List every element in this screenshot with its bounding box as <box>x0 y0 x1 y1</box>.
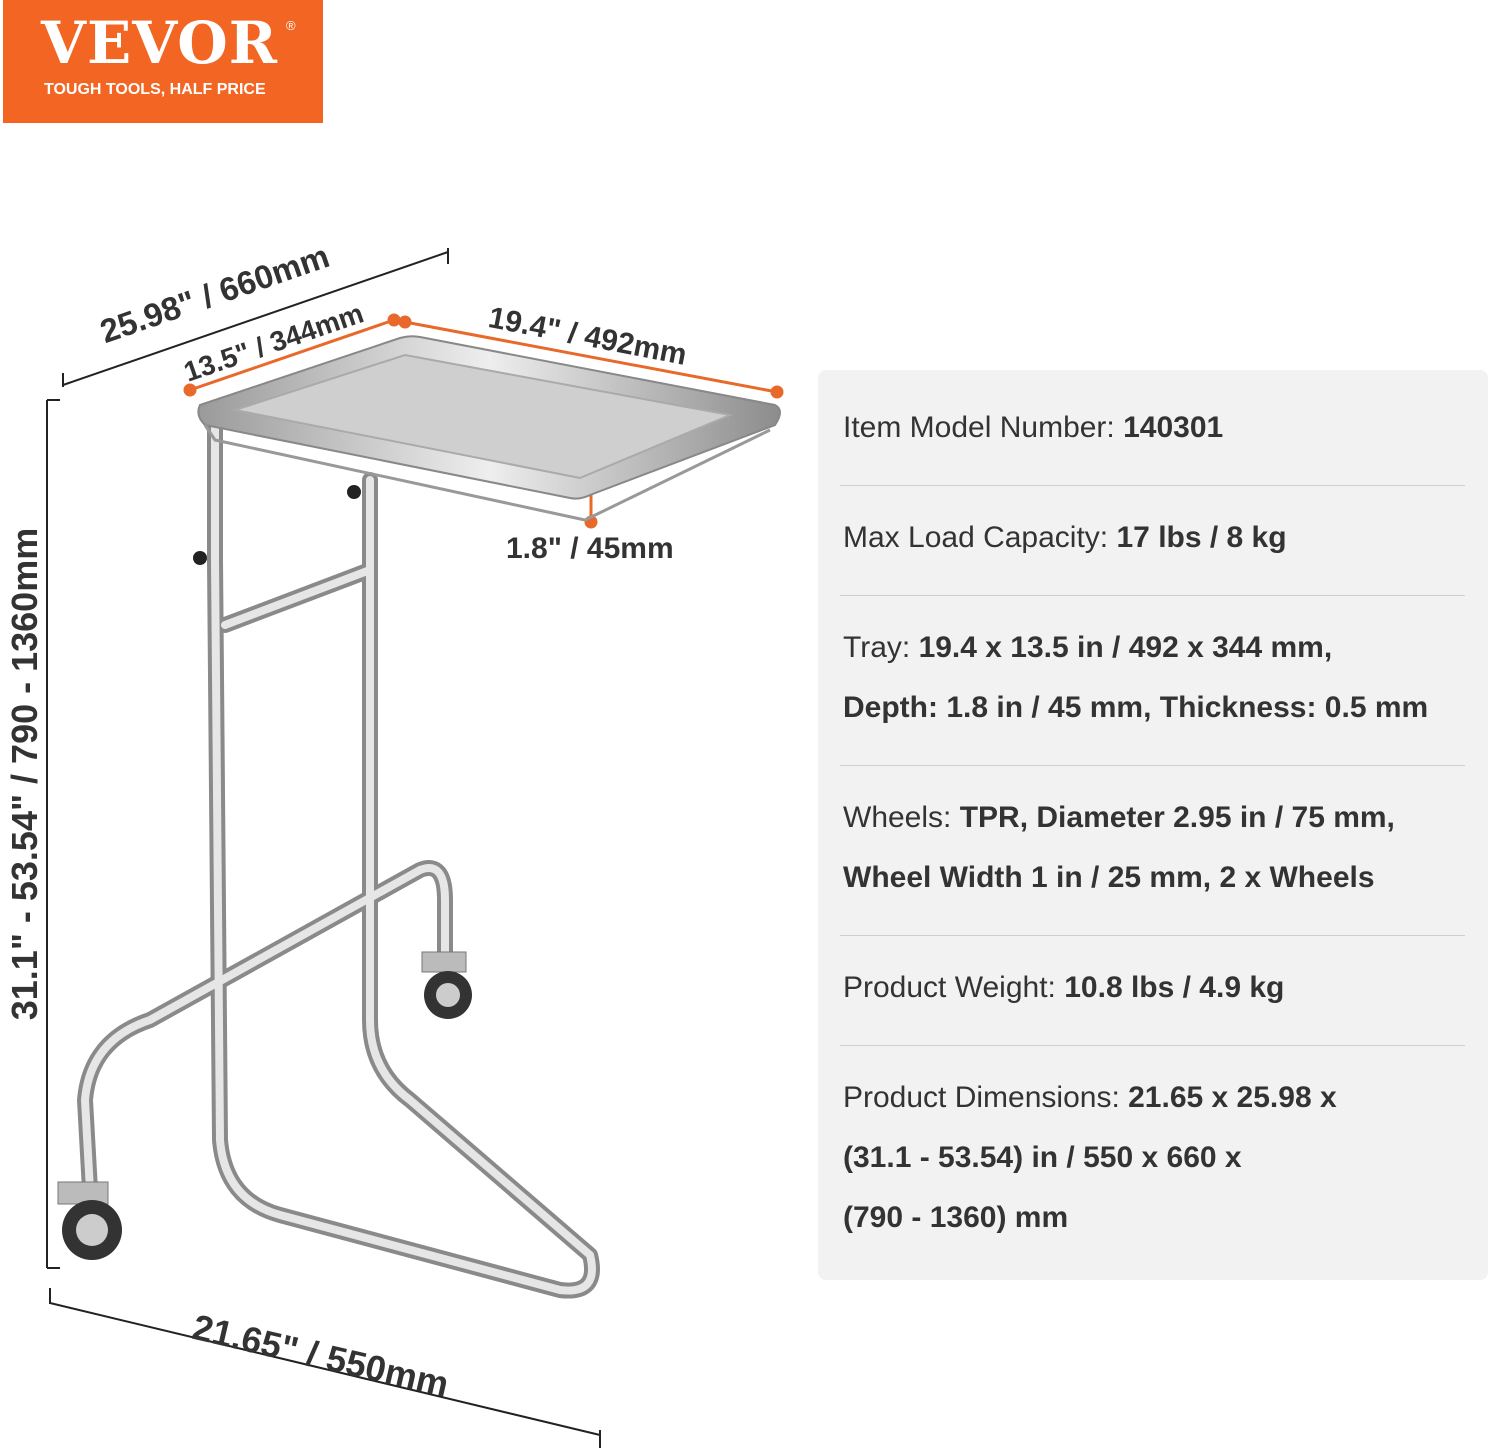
specifications-panel: Item Model Number: 140301 Max Load Capac… <box>818 370 1488 1280</box>
stand-frame <box>77 412 600 1299</box>
divider <box>840 1045 1465 1046</box>
wheels <box>57 951 472 1260</box>
logo-registered: ® <box>286 18 296 33</box>
spec-tray: Tray: 19.4 x 13.5 in / 492 x 344 mm,Dept… <box>843 631 1429 724</box>
spec-product-dimensions: Product Dimensions: 21.65 x 25.98 x(31.1… <box>843 1081 1337 1234</box>
dimension-lines <box>46 248 601 1448</box>
logo-tagline: TOUGH TOOLS, HALF PRICE <box>44 81 266 98</box>
tray-depth-label: 1.8" / 45mm <box>506 532 674 565</box>
divider <box>840 595 1465 596</box>
adjustment-knobs <box>193 485 361 565</box>
divider <box>840 765 1465 766</box>
tray-dimension-lines <box>183 313 784 529</box>
vevor-logo: VEVOR ® TOUGH TOOLS, HALF PRICE <box>3 0 323 123</box>
divider <box>840 485 1465 486</box>
divider <box>840 935 1465 936</box>
spec-model-number: Item Model Number: 140301 <box>843 411 1224 444</box>
spec-max-load: Max Load Capacity: 17 lbs / 8 kg <box>843 521 1287 554</box>
tray <box>197 335 781 522</box>
spec-wheels: Wheels: TPR, Diameter 2.95 in / 75 mm,Wh… <box>843 801 1395 894</box>
spec-product-weight: Product Weight: 10.8 lbs / 4.9 kg <box>843 971 1285 1004</box>
logo-brand: VEVOR <box>41 9 278 77</box>
height-range-label: 31.1" - 53.54" / 790 - 1360mm <box>4 527 45 1021</box>
